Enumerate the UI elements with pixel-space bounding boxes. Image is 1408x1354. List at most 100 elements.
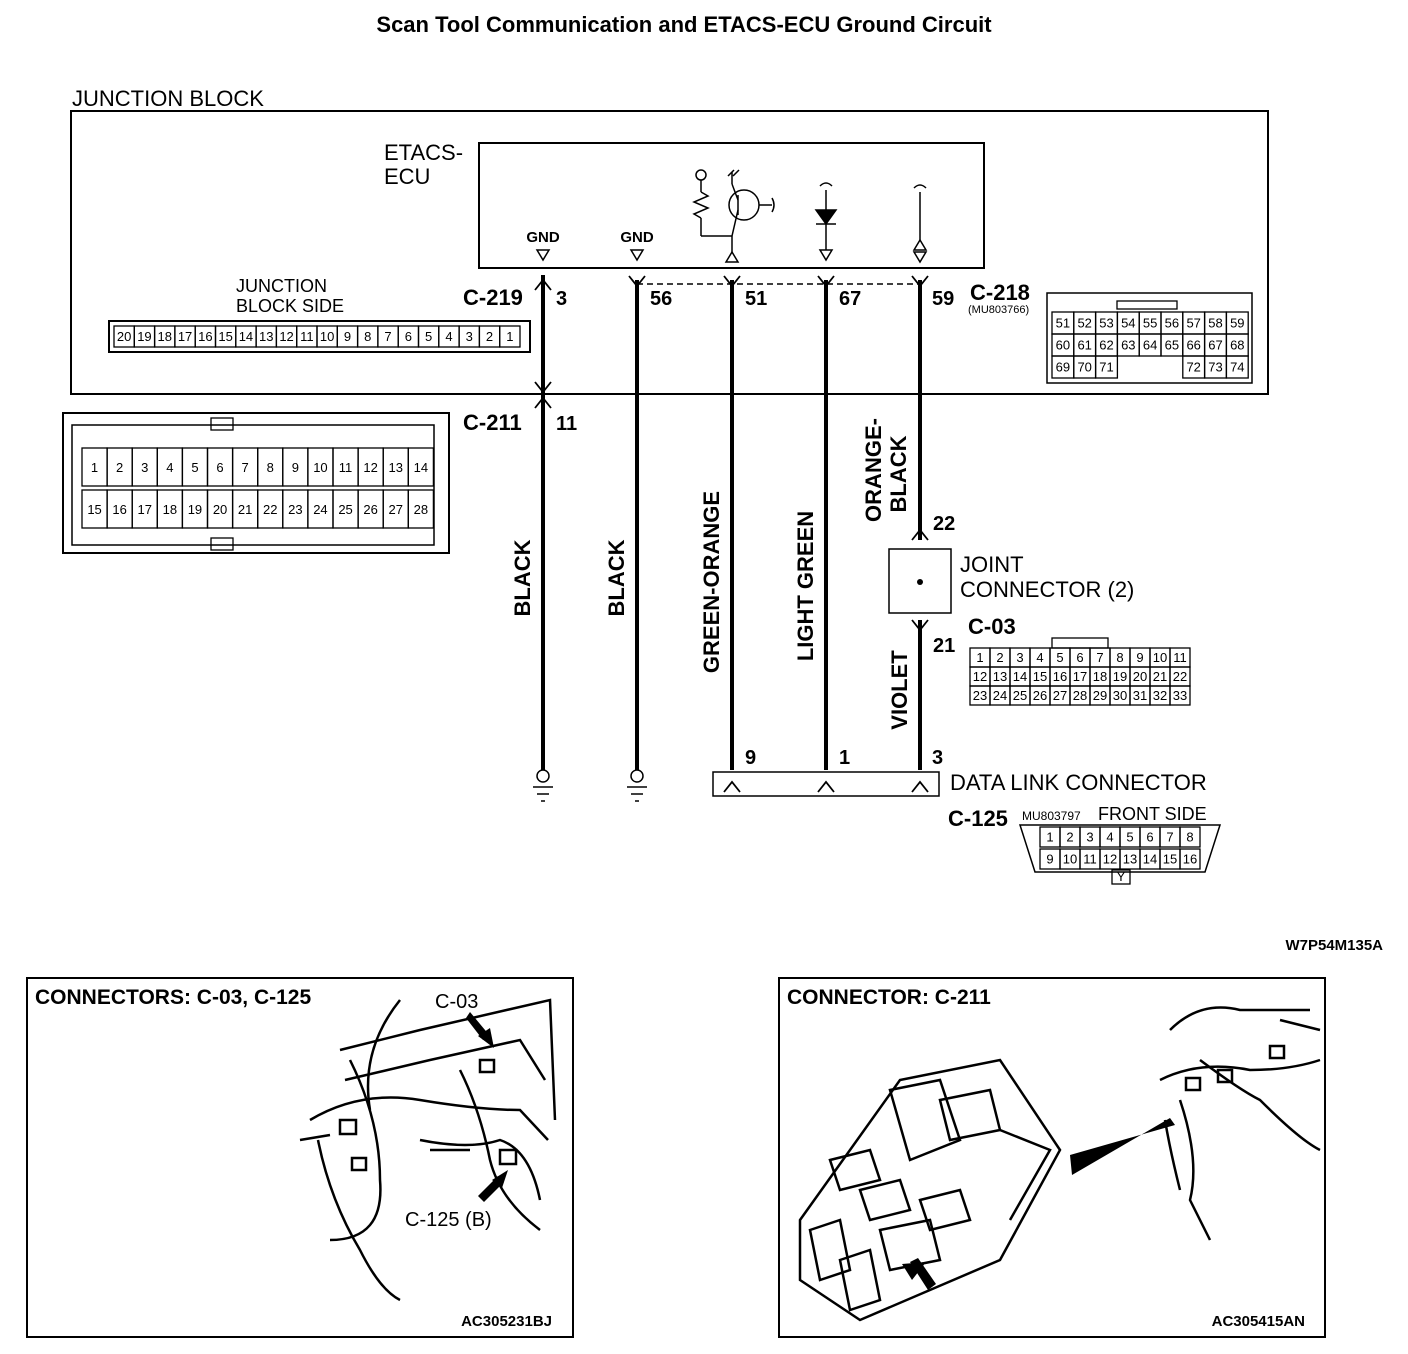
panel-right-arrow-head bbox=[902, 1262, 926, 1280]
jb-side-pin-9: 9 bbox=[336, 325, 359, 348]
c218-pin-59: 59 bbox=[1225, 311, 1249, 335]
diagram-title: Scan Tool Communication and ETACS-ECU Gr… bbox=[376, 12, 992, 37]
jb-side-pin-8: 8 bbox=[356, 325, 379, 348]
c125-pin-5: 5 bbox=[1119, 826, 1141, 848]
c125-pin-7: 7 bbox=[1159, 826, 1181, 848]
svg-text:1: 1 bbox=[91, 460, 98, 475]
c211-pin-15: 15 bbox=[81, 489, 108, 529]
jb-side-pin-20: 20 bbox=[113, 325, 135, 348]
svg-text:2: 2 bbox=[486, 329, 493, 344]
svg-text:72: 72 bbox=[1186, 360, 1200, 375]
panel-left-arrow-c125-head bbox=[492, 1170, 508, 1188]
c211-pin-5: 5 bbox=[181, 447, 209, 487]
svg-text:19: 19 bbox=[188, 502, 202, 517]
svg-text:61: 61 bbox=[1077, 338, 1091, 353]
c03-pin-3: 3 bbox=[1009, 647, 1031, 668]
svg-text:10: 10 bbox=[1063, 852, 1077, 867]
svg-text:2: 2 bbox=[996, 650, 1003, 665]
svg-text:12: 12 bbox=[1103, 852, 1117, 867]
jb-side-pin-10: 10 bbox=[316, 325, 338, 348]
c03-pin-16: 16 bbox=[1049, 666, 1071, 687]
c218-pin-53: 53 bbox=[1094, 311, 1119, 335]
c218-pin-55: 55 bbox=[1138, 311, 1162, 335]
svg-text:10: 10 bbox=[1153, 650, 1167, 665]
c03-pin-18: 18 bbox=[1089, 666, 1111, 687]
svg-text:4: 4 bbox=[1036, 650, 1043, 665]
c03-pin-4: 4 bbox=[1029, 647, 1051, 668]
svg-text:11: 11 bbox=[300, 329, 314, 344]
c03-pin-26: 26 bbox=[1029, 685, 1051, 706]
svg-text:22: 22 bbox=[263, 502, 277, 517]
svg-text:19: 19 bbox=[1113, 669, 1127, 684]
c211-pin-17: 17 bbox=[131, 489, 158, 529]
c125-pin-3: 3 bbox=[1079, 826, 1101, 848]
svg-text:29: 29 bbox=[1093, 688, 1107, 703]
c218-pin-64: 64 bbox=[1138, 333, 1162, 357]
c218-pin-57: 57 bbox=[1182, 311, 1206, 335]
c125-pin-14: 14 bbox=[1139, 848, 1161, 870]
panel-right-pointer bbox=[1070, 1118, 1175, 1175]
c03-pin-2: 2 bbox=[989, 647, 1011, 668]
panel-left-callout-c125: C-125 (B) bbox=[405, 1209, 492, 1231]
c125-pin-9: 9 bbox=[1039, 848, 1061, 870]
svg-text:65: 65 bbox=[1165, 338, 1179, 353]
c218-pin-65: 65 bbox=[1160, 333, 1184, 357]
c211-housing bbox=[62, 412, 450, 554]
svg-text:53: 53 bbox=[1099, 316, 1113, 331]
c125-side: FRONT SIDE bbox=[1098, 804, 1207, 824]
joint-connector-box bbox=[888, 548, 952, 614]
dlc-pin-3: 3 bbox=[932, 747, 943, 769]
dlc-pin-9: 9 bbox=[745, 747, 756, 769]
svg-text:12: 12 bbox=[363, 460, 377, 475]
c211-pin-1: 1 bbox=[81, 447, 108, 487]
svg-text:1: 1 bbox=[976, 650, 983, 665]
jb-side-pin-19: 19 bbox=[133, 325, 156, 348]
c218-pin-70: 70 bbox=[1073, 355, 1097, 379]
jb-side-pin-14: 14 bbox=[235, 325, 257, 348]
c211-name: C-211 bbox=[463, 410, 522, 435]
svg-text:57: 57 bbox=[1186, 316, 1200, 331]
c125-pin-8: 8 bbox=[1179, 826, 1201, 848]
c03-pin-22: 22 bbox=[1169, 666, 1191, 687]
c218-pin-60: 60 bbox=[1051, 333, 1075, 357]
jb-side-pin-12: 12 bbox=[275, 325, 298, 348]
svg-text:12: 12 bbox=[973, 669, 987, 684]
svg-text:19: 19 bbox=[137, 329, 151, 344]
svg-text:14: 14 bbox=[239, 329, 253, 344]
c218-pin-51: 51 bbox=[1051, 311, 1075, 335]
c211-pin-27: 27 bbox=[382, 489, 409, 529]
svg-text:13: 13 bbox=[993, 669, 1007, 684]
svg-text:5: 5 bbox=[1056, 650, 1063, 665]
svg-text:11: 11 bbox=[339, 460, 353, 475]
svg-text:7: 7 bbox=[1166, 830, 1173, 845]
svg-text:25: 25 bbox=[338, 502, 352, 517]
svg-text:4: 4 bbox=[445, 329, 452, 344]
c218-pin-71: 71 bbox=[1094, 355, 1119, 379]
c218-pin-73: 73 bbox=[1203, 355, 1228, 379]
c03-pin-8: 8 bbox=[1109, 647, 1131, 668]
c03-pin-24: 24 bbox=[989, 685, 1011, 706]
jb-side-pin-4: 4 bbox=[438, 325, 460, 348]
c211-pin-3: 3 bbox=[131, 447, 158, 487]
c125-pin-1: 1 bbox=[1039, 826, 1061, 848]
c125-pin-2: 2 bbox=[1059, 826, 1081, 848]
svg-text:4: 4 bbox=[166, 460, 173, 475]
svg-text:24: 24 bbox=[313, 502, 327, 517]
svg-text:2: 2 bbox=[1066, 830, 1073, 845]
svg-text:32: 32 bbox=[1153, 688, 1167, 703]
c03-pin-31: 31 bbox=[1129, 685, 1151, 706]
panel-right-frame bbox=[778, 977, 1326, 1338]
c03-pin-13: 13 bbox=[989, 666, 1011, 687]
c03-pin-30: 30 bbox=[1109, 685, 1131, 706]
c03-pin-20: 20 bbox=[1129, 666, 1151, 687]
c03-name: C-03 bbox=[968, 614, 1016, 639]
svg-text:3: 3 bbox=[1086, 830, 1093, 845]
c211-bottom-latch bbox=[210, 537, 234, 551]
svg-text:16: 16 bbox=[198, 329, 212, 344]
svg-text:73: 73 bbox=[1208, 360, 1222, 375]
c218-pin-62: 62 bbox=[1094, 333, 1119, 357]
svg-text:15: 15 bbox=[87, 502, 101, 517]
svg-text:9: 9 bbox=[292, 460, 299, 475]
